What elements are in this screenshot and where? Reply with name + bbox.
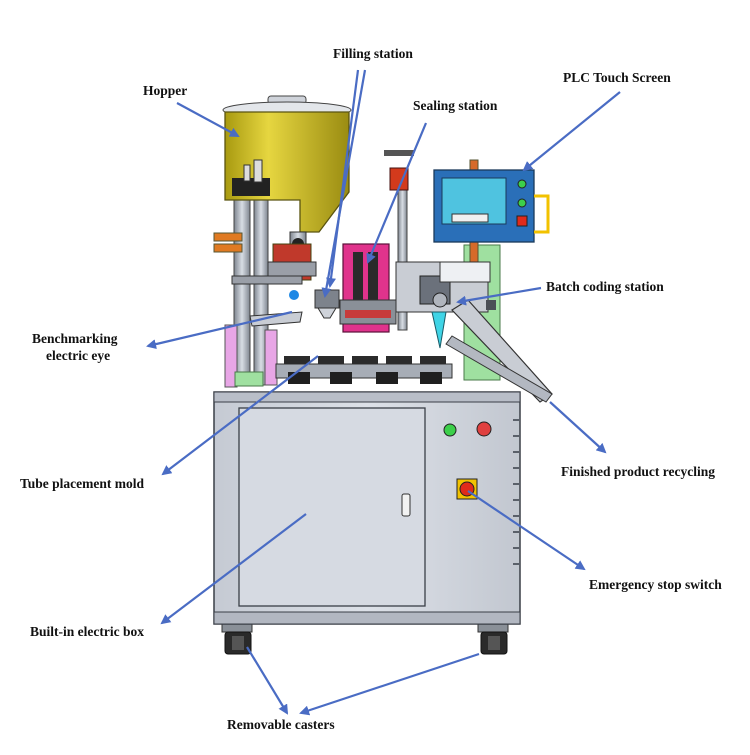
label-batch-coding-station: Batch coding station — [546, 279, 664, 294]
label-tube-placement-mold: Tube placement mold — [20, 476, 145, 491]
label-built-in-electric-box: Built-in electric box — [30, 624, 144, 639]
label-emergency-stop-switch: Emergency stop switch — [589, 577, 722, 592]
plc-touch-screen-illustration — [433, 169, 550, 243]
right-caster — [477, 621, 509, 655]
left-caster — [221, 621, 253, 655]
filling-station-illustration — [213, 232, 340, 319]
label-sealing-station: Sealing station — [413, 98, 498, 113]
label-filling-station: Filling station — [333, 46, 413, 61]
batch-coding-illustration — [395, 261, 491, 313]
label-plc-touch-screen: PLC Touch Screen — [563, 70, 671, 85]
label-benchmarking-eye-line2: electric eye — [46, 348, 111, 363]
label-benchmarking-eye-line1: Benchmarking — [32, 331, 118, 346]
hopper-illustration — [222, 95, 352, 263]
electric-cabinet — [213, 391, 521, 625]
leader-arrows — [146, 69, 621, 716]
label-hopper: Hopper — [143, 83, 188, 98]
product-chute-illustration — [445, 299, 553, 403]
label-removable-casters: Removable casters — [227, 717, 335, 732]
label-finished-product-recycling: Finished product recycling — [561, 464, 716, 479]
